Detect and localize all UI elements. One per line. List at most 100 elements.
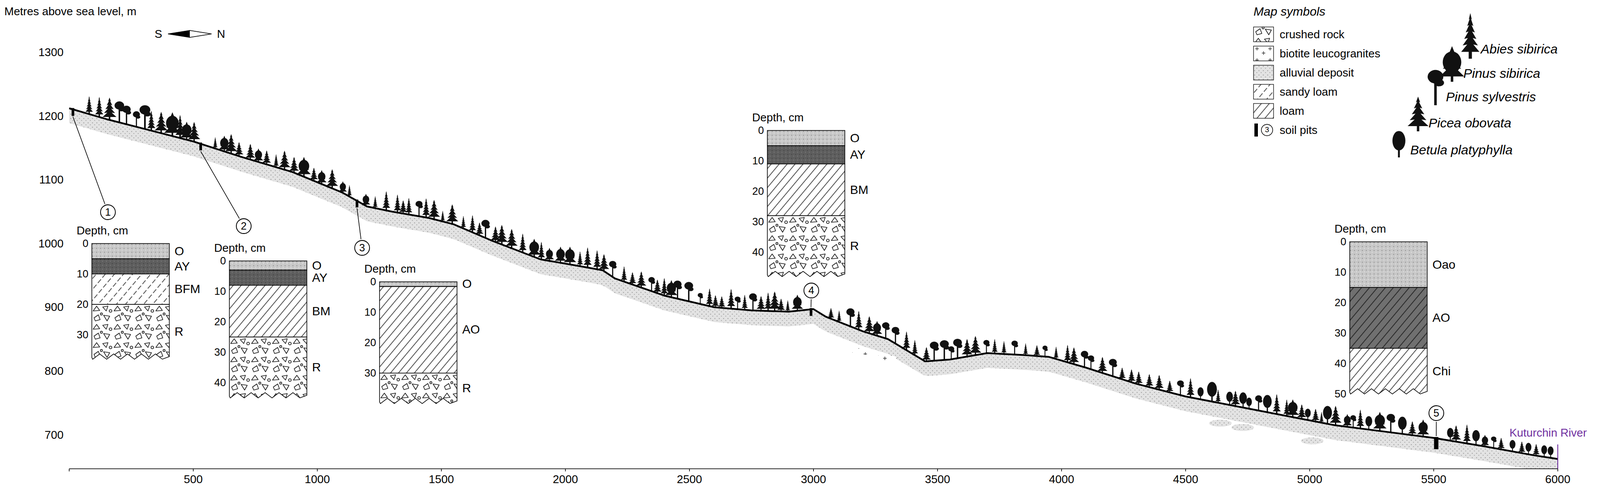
forest — [85, 96, 1554, 459]
tree-symbol — [1109, 359, 1118, 377]
label-holder: 0 — [758, 124, 764, 137]
tree-symbol-part — [1365, 416, 1373, 427]
legend-text: Abies sibirica — [1480, 41, 1558, 57]
horizon-label: R — [850, 239, 859, 254]
label-holder: 1100 — [39, 173, 64, 187]
legend-tree-icon-part — [1468, 50, 1472, 59]
tree-symbol-part — [1272, 394, 1281, 412]
tree-symbol — [405, 198, 413, 216]
legend-text: Betula platyphylla — [1410, 142, 1513, 158]
tree-symbol-part — [289, 157, 299, 172]
tree-symbol — [544, 248, 555, 262]
depth-heading: Depth, cm — [364, 262, 417, 276]
tree-symbol — [122, 105, 132, 125]
tree-symbol-part — [440, 210, 445, 221]
tree-symbol-part — [1230, 391, 1241, 405]
axis-tick — [1185, 469, 1187, 472]
horizon-shape — [767, 164, 845, 217]
tree-symbol-part — [544, 248, 555, 260]
label-holder: 0 — [220, 255, 226, 267]
tree-symbol-part — [212, 137, 218, 148]
tree-symbol-part — [871, 321, 883, 335]
legend-swatch — [1253, 84, 1274, 100]
tree-symbol — [660, 278, 669, 297]
horizon-fill — [91, 274, 170, 305]
tree-symbol-part — [1014, 344, 1019, 348]
tree-symbol-part — [339, 183, 346, 191]
distance-tick-label: 2500 — [676, 473, 703, 487]
tree-symbol — [749, 293, 758, 311]
tree-symbol-part — [593, 250, 602, 267]
label-holder: 4000 — [1048, 473, 1075, 487]
axis-tick — [937, 469, 938, 472]
tree-symbol-part — [220, 138, 229, 148]
legend-entry: Abies sibirica — [1480, 41, 1558, 57]
legend-tree-icon-part — [1416, 125, 1420, 132]
tree-symbol — [1230, 391, 1241, 407]
legend-text: Pinus sibirica — [1463, 66, 1541, 81]
soil-horizon-box: R — [379, 373, 474, 404]
tree-symbol — [1239, 392, 1248, 409]
elevation-tick-label: 1100 — [39, 173, 64, 187]
horizon-label: AY — [312, 271, 328, 285]
tree-symbol — [1011, 340, 1019, 356]
label-holder: 800 — [44, 365, 64, 378]
label-holder: 20 — [76, 299, 89, 311]
tree-symbol — [422, 198, 431, 219]
tree-symbol-part — [1001, 341, 1007, 353]
legend-text: biotite leucogranites — [1279, 47, 1381, 61]
tree-symbol-part — [1033, 345, 1041, 356]
tree-symbol — [791, 294, 804, 312]
tree-symbol — [273, 154, 279, 168]
tree-symbol — [1462, 424, 1471, 445]
tree-symbol — [785, 300, 790, 313]
horizon-label-holder: AY — [174, 259, 190, 274]
tree-symbol — [1311, 409, 1320, 423]
depth-tick-label: 30 — [1334, 327, 1347, 340]
tree-symbol-part — [705, 288, 714, 305]
substrate-patch — [1209, 420, 1232, 427]
callout-number: 1 — [104, 206, 111, 219]
depth-tick-label: 40 — [214, 377, 226, 389]
tree-symbol — [1472, 430, 1480, 446]
callout-ring — [100, 205, 116, 220]
tree-symbol — [102, 97, 117, 121]
tree-symbol — [621, 266, 628, 283]
axis-tick — [192, 469, 194, 472]
horizon-label: AO — [462, 323, 480, 337]
tree-symbol-part — [1127, 369, 1136, 381]
tree-symbol-part — [393, 194, 402, 211]
horizon-label: AY — [850, 148, 866, 162]
tree-symbol-part — [1246, 397, 1252, 407]
tree-symbol — [95, 96, 104, 118]
tree-symbol-part — [1263, 395, 1272, 409]
legend-pit-symbol — [1254, 123, 1258, 137]
tree-symbol — [961, 339, 973, 358]
tree-symbol-part — [583, 247, 592, 266]
tree-symbol — [1080, 351, 1089, 369]
axis-tick — [813, 469, 814, 472]
tree-symbol-part — [956, 344, 963, 349]
leader-line — [1435, 422, 1437, 437]
soil-horizon-box: AO — [379, 286, 483, 374]
legend-tree-icon — [1461, 13, 1480, 59]
legend-entry: Betula platyphylla — [1410, 142, 1513, 158]
tree-symbol-part — [95, 96, 104, 115]
callout-ring — [1428, 406, 1444, 421]
legend-tree-icon-part — [1442, 51, 1462, 73]
callout-circle: 5 — [1428, 405, 1445, 422]
tree-symbol-part — [362, 195, 370, 204]
soil-pit — [1434, 437, 1439, 450]
tree-symbol-part — [1497, 437, 1506, 449]
tree-symbol-part — [1239, 392, 1248, 404]
tree-symbol — [648, 277, 656, 293]
depth-heading: Depth, cm — [214, 242, 266, 255]
legend-tree-icon-part — [1450, 74, 1454, 82]
elevation-tick-label: 1300 — [38, 46, 64, 59]
label-holder: 30 — [364, 367, 377, 380]
elevation-tick-label: 900 — [44, 301, 64, 314]
tree-symbol-part — [1215, 389, 1221, 402]
horizon-label: O — [312, 258, 322, 273]
tree-symbol-part — [756, 295, 766, 310]
